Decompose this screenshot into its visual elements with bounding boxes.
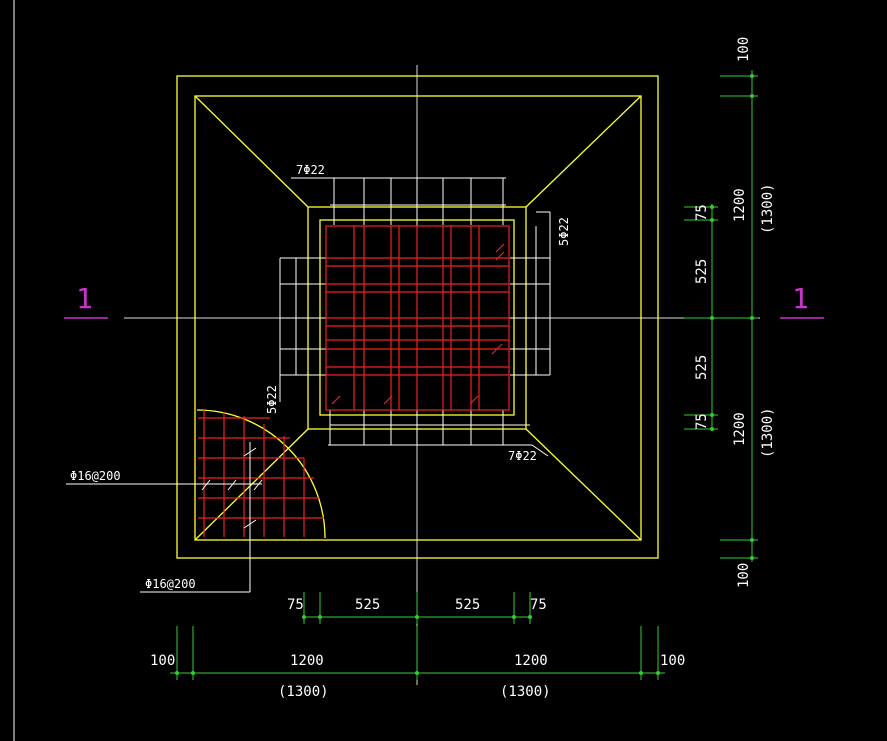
dim-right-525-bottom: 525	[694, 355, 710, 380]
right-rebar-label: 5Φ22	[557, 217, 571, 246]
bottom-rebar-label: 7Φ22	[508, 449, 537, 463]
svg-text:1: 1	[76, 282, 93, 315]
dim-right-1300-top: (1300)	[760, 183, 776, 234]
dim-right-75-top: 75	[694, 204, 710, 221]
base-mesh-quarter	[66, 409, 326, 593]
dim-bottom-1200-left: 1200	[290, 653, 324, 669]
right-dimension-ticks	[710, 74, 754, 560]
dim-right-100-top: 100	[736, 37, 752, 62]
mesh-label-a: Φ16@200	[70, 469, 121, 483]
rebar-leaders	[279, 177, 551, 457]
dim-bottom-1300-left: (1300)	[278, 684, 329, 700]
dim-bottom-525-left: 525	[355, 597, 380, 613]
column-rebar-cage	[325, 225, 510, 411]
dim-right-1300-bottom: (1300)	[760, 407, 776, 458]
left-rebar-label: 5Φ22	[265, 385, 279, 414]
mesh-label-b: Φ16@200	[145, 577, 196, 591]
svg-text:1: 1	[792, 282, 809, 315]
dim-right-525-top: 525	[694, 259, 710, 284]
dim-bottom-100-left: 100	[150, 653, 175, 669]
dim-right-1200-bottom: 1200	[732, 412, 748, 446]
dim-right-75-bottom: 75	[694, 413, 710, 430]
bottom-dimension-ticks	[175, 615, 660, 675]
dim-bottom-75-left: 75	[287, 597, 304, 613]
dim-bottom-1300-right: (1300)	[500, 684, 551, 700]
dim-bottom-1200-right: 1200	[514, 653, 548, 669]
dim-bottom-75-right: 75	[530, 597, 547, 613]
dim-right-1200-top: 1200	[732, 188, 748, 222]
dim-bottom-525-right: 525	[455, 597, 480, 613]
right-dimension-lines	[684, 70, 758, 562]
dim-bottom-100-right: 100	[660, 653, 685, 669]
bottom-dimension-lines	[170, 592, 665, 680]
section-mark-right: 1	[780, 282, 824, 319]
dim-right-100-bottom: 100	[736, 563, 752, 588]
section-mark-left: 1	[64, 282, 108, 319]
top-rebar-label: 7Φ22	[296, 163, 325, 177]
